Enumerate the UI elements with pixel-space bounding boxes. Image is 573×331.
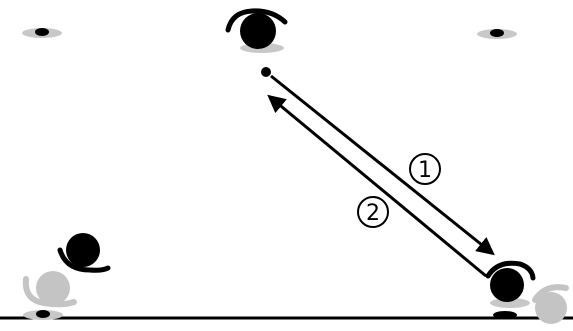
step-label-2: 2 [357,196,389,228]
spot-marker-bottom-left [23,310,63,320]
player-figure-top [225,8,288,77]
player-figure-right [485,260,536,319]
ball-start-dot [261,67,271,77]
spot-marker-top-right [477,29,517,39]
arrow-step-1 [270,74,495,256]
step-label-1: 1 [409,153,441,185]
arrow-step-2 [267,94,487,278]
ghost-figure-right [532,284,569,324]
ghost-figure-left [22,271,77,308]
spot-marker-top-left [22,28,62,38]
step-label-2-text: 2 [366,201,380,226]
player-figure-left [57,233,111,273]
step-label-1-text: 1 [418,158,432,183]
